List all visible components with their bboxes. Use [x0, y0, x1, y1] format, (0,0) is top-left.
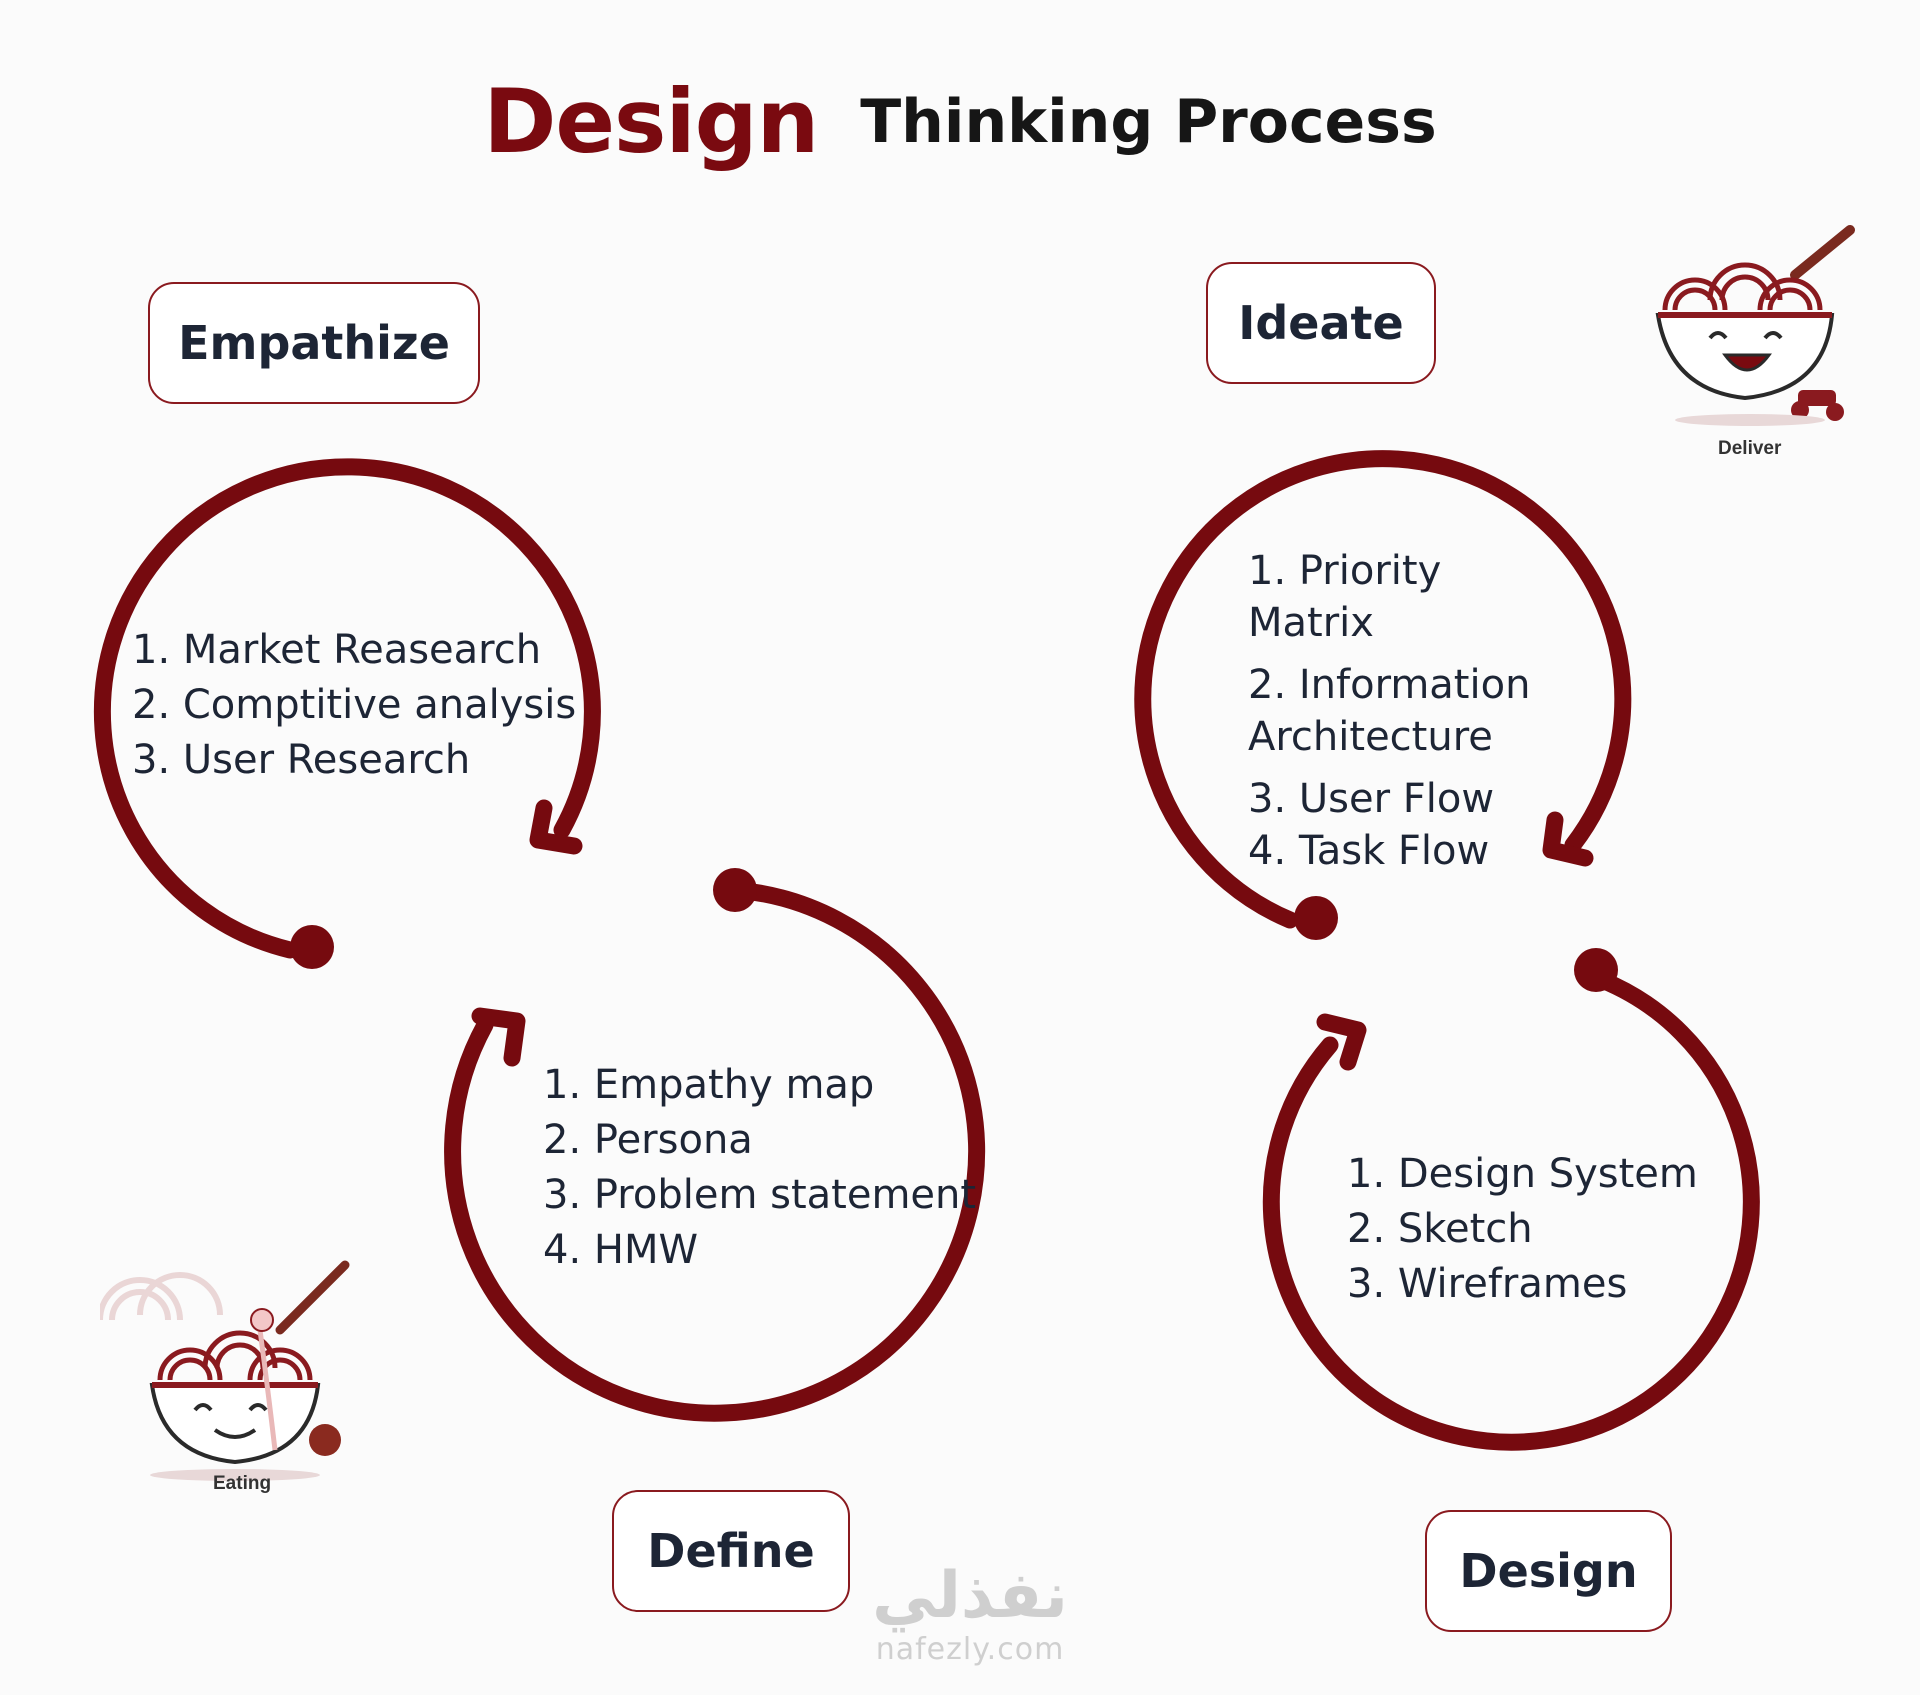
design-arc	[1262, 971, 1760, 1451]
list-item: 4. HMW	[543, 1227, 699, 1273]
deliver-mascot-label: Deliver	[1718, 438, 1782, 459]
empathize-arrow-icon	[529, 799, 583, 855]
define-arc	[444, 881, 986, 1422]
list-item: 1. Design System	[1347, 1151, 1698, 1197]
list-item: 1. Priority Matrix	[1248, 548, 1442, 646]
page-title: Design Thinking Process	[0, 70, 1920, 173]
ideate-arrow-icon	[1542, 811, 1594, 867]
empathize-steps: 1. Market Reasearch 2. Comptitive analys…	[132, 623, 576, 788]
empathize-arc-start-dot	[290, 925, 334, 969]
empathize-arc	[93, 458, 601, 959]
eating-mascot-icon	[100, 1260, 350, 1481]
list-item: 2. Sketch	[1347, 1206, 1533, 1252]
list-item: 2. Comptitive analysis	[132, 682, 577, 728]
deliver-mascot-icon	[1655, 225, 1855, 426]
list-item: 1. Market Reasearch	[132, 627, 542, 673]
ideate-steps: 1. Priority Matrix 2. Information Archit…	[1248, 545, 1578, 877]
stage-label-design: Design	[1425, 1510, 1672, 1632]
define-arrow-icon	[471, 1007, 526, 1067]
list-item: 3. User Research	[132, 737, 471, 783]
stage-label-empathize: Empathize	[148, 282, 480, 404]
title-accent: Design	[483, 70, 819, 173]
design-arc-start-dot	[1574, 948, 1618, 992]
define-arc-start-dot	[713, 868, 757, 912]
list-item: 3. Wireframes	[1347, 1261, 1628, 1307]
design-arrow-icon	[1316, 1013, 1367, 1071]
list-item: 4. Task Flow	[1248, 828, 1490, 874]
eating-mascot-label: Eating	[213, 1473, 272, 1494]
ideate-arc-start-dot	[1294, 896, 1338, 940]
design-steps: 1. Design System 2. Sketch 3. Wireframes	[1347, 1147, 1698, 1312]
watermark-url: nafezly.com	[875, 1632, 1065, 1667]
list-item: 1. Empathy map	[543, 1062, 875, 1108]
stage-label-ideate: Ideate	[1206, 262, 1436, 384]
define-steps: 1. Empathy map 2. Persona 3. Problem sta…	[543, 1058, 976, 1278]
ideate-arc	[1134, 450, 1632, 929]
stage-label-define: Define	[612, 1490, 850, 1612]
list-item: 3. Problem statement	[543, 1172, 977, 1218]
watermark: نفذلي nafezly.com	[820, 1560, 1120, 1667]
title-rest: Thinking Process	[860, 86, 1437, 157]
list-item: 2. Persona	[543, 1117, 753, 1163]
watermark-arabic: نفذلي	[872, 1559, 1068, 1633]
list-item: 2. Information Architecture	[1248, 662, 1531, 760]
list-item: 3. User Flow	[1248, 776, 1495, 822]
